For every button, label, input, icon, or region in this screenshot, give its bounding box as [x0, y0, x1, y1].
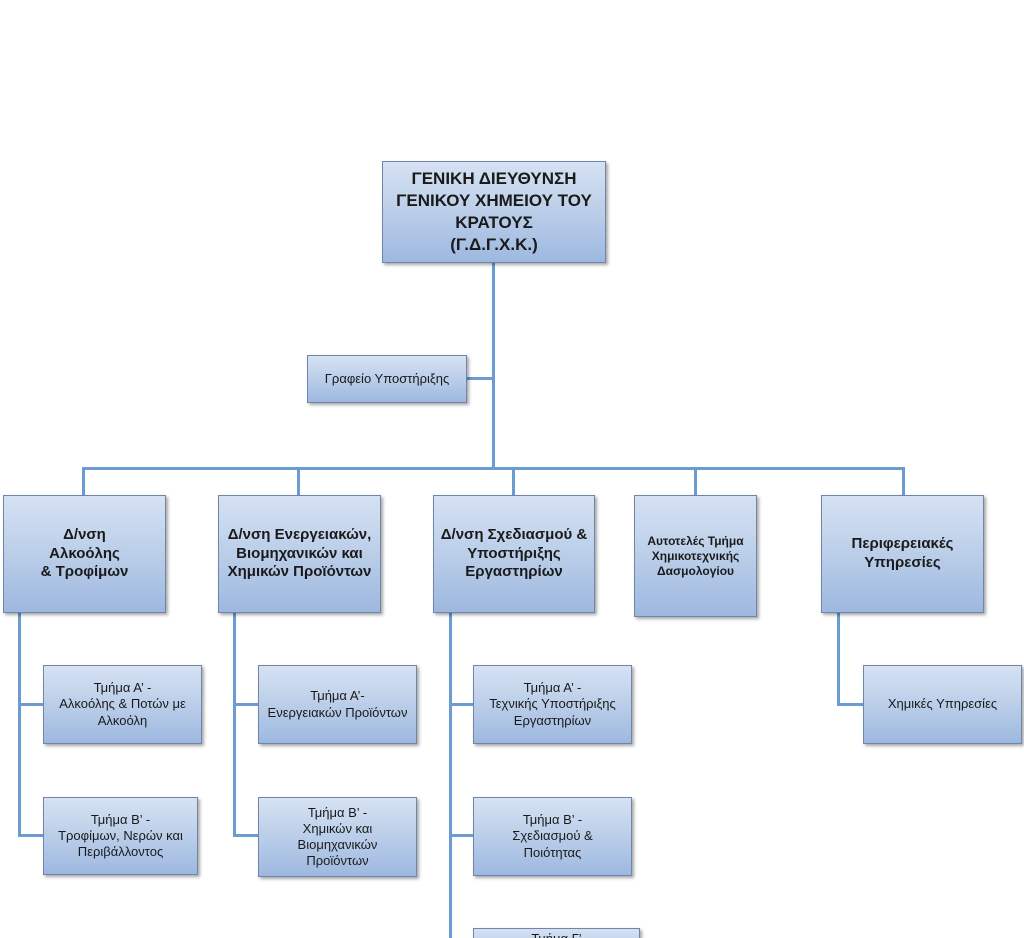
connector-energy-a — [233, 703, 259, 706]
department-chemical-services-box: Χημικές Υπηρεσίες — [863, 665, 1022, 744]
connector-planning-b — [449, 834, 474, 837]
department-energy-b-box: Τμήμα Β’ - Χημικών και Βιομηχανικών Προϊ… — [258, 797, 417, 877]
connector-drop-regional — [902, 467, 905, 496]
connector-planning-a — [449, 703, 474, 706]
department-alcohol-a-box: Τμήμα Α’ - Αλκοόλης & Ποτών με Αλκοόλη — [43, 665, 202, 744]
connector-drop-tariff — [694, 467, 697, 496]
connector-support-office — [466, 377, 494, 380]
connector-energy-b — [233, 834, 259, 837]
department-planning-c-box: Τμήμα Γ’ — [473, 928, 640, 938]
connector-planning-spine — [449, 612, 452, 938]
connector-regional-spine — [837, 612, 840, 705]
directorate-alcohol-box: Δ/νση Αλκοόλης & Τροφίμων — [3, 495, 166, 613]
connector-directorates-bus — [82, 467, 905, 470]
support-office-box: Γραφείο Υποστήριξης — [307, 355, 467, 403]
directorate-planning-box: Δ/νση Σχεδιασμού & Υποστήριξης Εργαστηρί… — [433, 495, 595, 613]
connector-energy-spine — [233, 612, 236, 837]
department-energy-a-box: Τμήμα Α’- Ενεργειακών Προϊόντων — [258, 665, 417, 744]
connector-drop-energy — [297, 467, 300, 496]
general-directorate-box: ΓΕΝΙΚΗ ΔΙΕΥΘΥΝΣΗ ΓΕΝΙΚΟΥ ΧΗΜΕΙΟΥ ΤΟΥ ΚΡΑ… — [382, 161, 606, 263]
connector-drop-alcohol — [82, 467, 85, 496]
department-alcohol-b-box: Τμήμα Β’ - Τροφίμων, Νερών και Περιβάλλο… — [43, 797, 198, 875]
department-planning-a-box: Τμήμα Α’ - Τεχνικής Υποστήριξης Εργαστηρ… — [473, 665, 632, 744]
connector-alcohol-a — [18, 703, 44, 706]
connector-regional-a — [837, 703, 864, 706]
connector-alcohol-spine — [18, 612, 21, 837]
connector-alcohol-b — [18, 834, 44, 837]
directorate-energy-box: Δ/νση Ενεργειακών, Βιομηχανικών και Χημι… — [218, 495, 381, 613]
independent-tariff-department-box: Αυτοτελές Τμήμα Χημικοτεχνικής Δασμολογί… — [634, 495, 757, 617]
connector-top-trunk — [492, 262, 495, 469]
connector-drop-planning — [512, 467, 515, 496]
regional-services-box: Περιφερειακές Υπηρεσίες — [821, 495, 984, 613]
department-planning-b-box: Τμήμα Β’ - Σχεδιασμού & Ποιότητας — [473, 797, 632, 876]
